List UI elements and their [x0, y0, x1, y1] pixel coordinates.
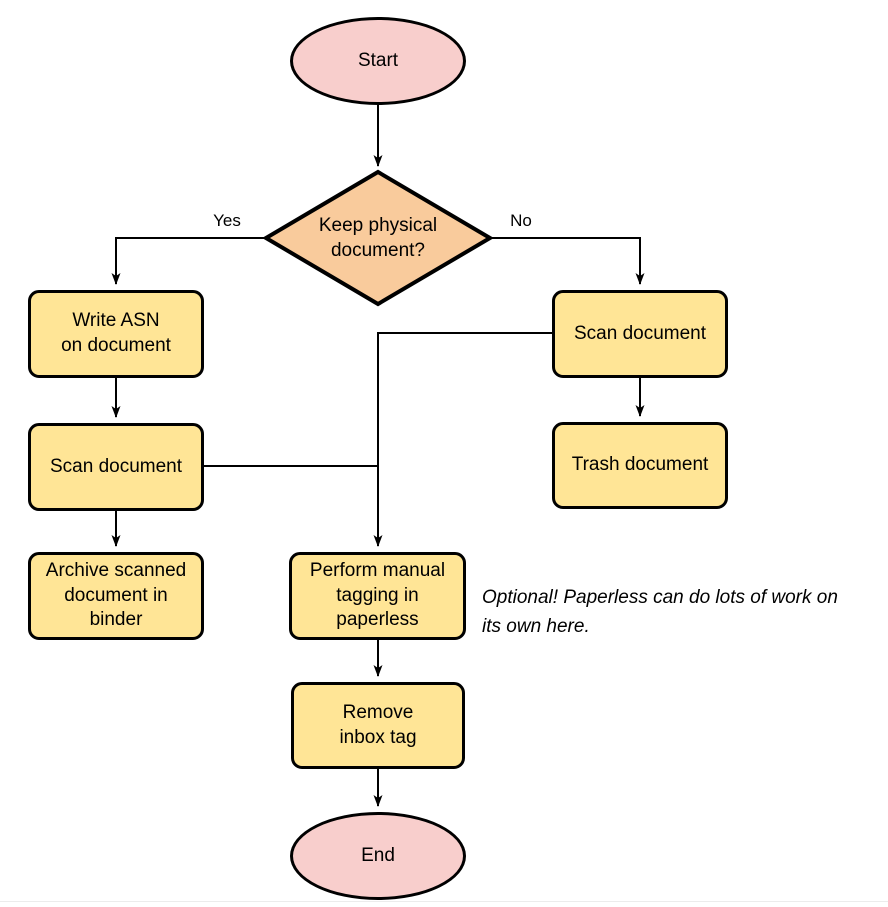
edge-decision-no — [492, 237, 645, 285]
node-trash-document: Trash document — [552, 422, 728, 509]
node-remove-inbox-tag-label: Remove inbox tag — [339, 701, 417, 748]
edge-label-no: No — [510, 211, 532, 230]
node-manual-tagging: Perform manual tagging in paperless — [289, 552, 466, 640]
node-manual-tagging-label: Perform manual tagging in paperless — [309, 559, 446, 631]
node-scan-document-left: Scan document — [28, 423, 204, 511]
node-remove-inbox-tag: Remove inbox tag — [291, 682, 465, 769]
node-start-label: Start — [357, 49, 399, 71]
node-write-asn-label: Write ASN on document — [61, 310, 171, 356]
node-scan-document-left-label: Scan document — [49, 455, 183, 477]
node-decision-label: Keep physical document? — [318, 215, 438, 262]
edge-scanright-to-tagging — [373, 332, 552, 547]
node-start: Start — [290, 17, 466, 105]
node-end-label: End — [361, 844, 395, 866]
edge-label-yes: Yes — [213, 211, 241, 230]
optional-note: Optional! Paperless can do lots of work … — [482, 587, 838, 637]
node-scan-document-right: Scan document — [552, 290, 728, 378]
bottom-separator-line — [0, 901, 888, 902]
node-archive-binder-label: Archive scanned document in binder — [45, 559, 187, 631]
node-trash-document-label: Trash document — [571, 454, 709, 476]
edge-decision-yes — [111, 237, 264, 285]
node-archive-binder: Archive scanned document in binder — [28, 552, 204, 640]
node-end: End — [290, 812, 466, 900]
node-write-asn: Write ASN on document — [28, 290, 204, 378]
decision-diamond-shape — [262, 169, 494, 307]
node-scan-document-right-label: Scan document — [573, 322, 707, 344]
